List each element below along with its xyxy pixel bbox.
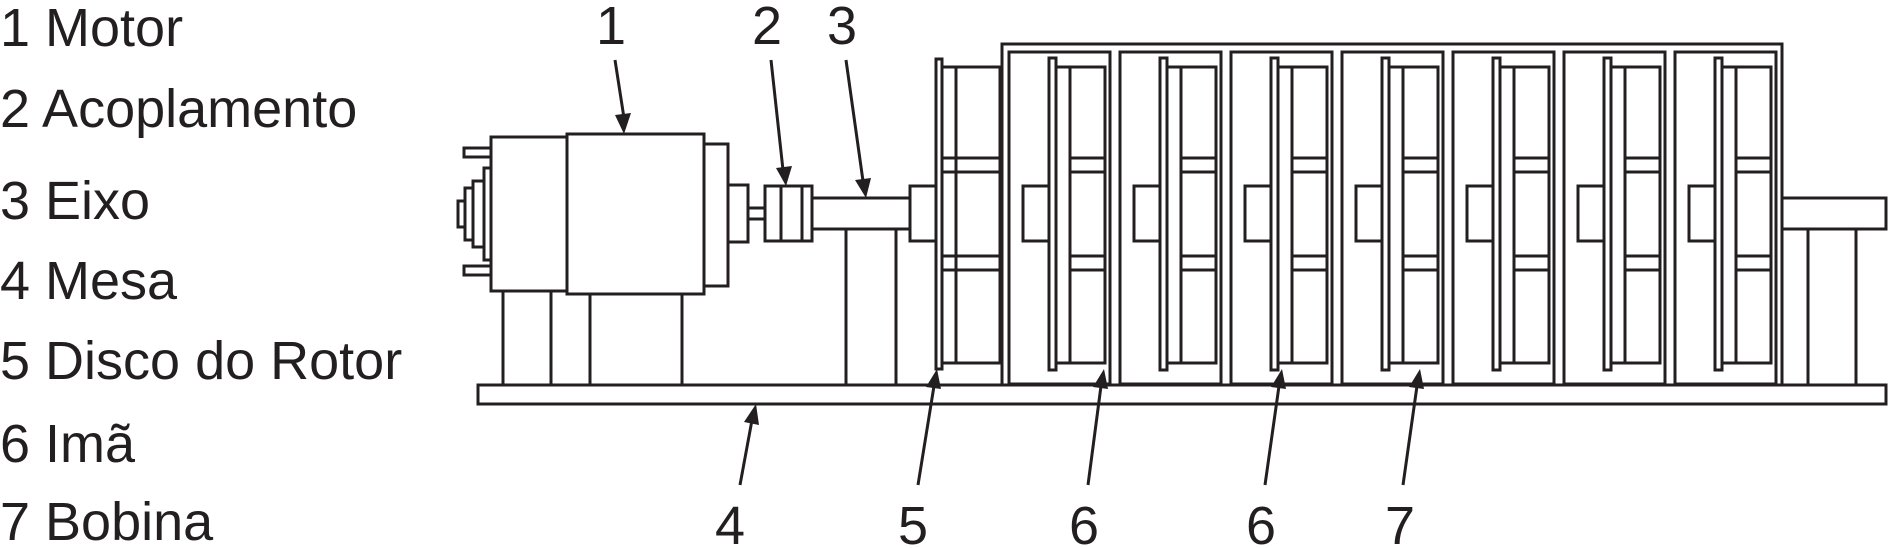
generator-cell [1451,50,1556,386]
callout-rotor-disc: 5 [898,496,928,548]
stage-front [908,57,1002,371]
callout-magnet-a: 6 [1069,496,1099,548]
coupling [763,184,814,243]
generator-cell [1562,50,1667,386]
legend-item-shaft: 3 Eixo [0,171,150,231]
legend-item-motor: 1 Motor [0,0,183,58]
callout-magnet-b: 6 [1246,496,1276,548]
callout-arrows [613,59,1424,486]
generator-cell [1340,50,1445,386]
callout-coupling: 2 [752,0,782,56]
generator-cell [1118,50,1223,386]
legend-item-coupling: 2 Acoplamento [0,79,357,139]
legend-item-magnet: 6 Imã [0,414,136,474]
motor [456,132,730,296]
generator-cell [1007,50,1112,386]
generator-assembly [908,42,1888,387]
callout-motor: 1 [596,0,626,56]
callout-table: 4 [715,496,745,548]
motor-supports [501,289,684,387]
generator-cell [1673,50,1778,386]
rear-support [1806,227,1858,387]
callout-numbers: 1 2 3 4 5 6 6 7 [596,0,1415,548]
shaft [726,183,912,387]
table-plate [476,383,1888,406]
generator-cell [1229,50,1334,386]
legend-item-coil: 7 Bobina [0,492,214,548]
legend: 1 Motor 2 Acoplamento 3 Eixo 4 Mesa 5 Di… [0,0,402,548]
shaft-exit [1780,196,1888,231]
callout-shaft: 3 [827,0,857,56]
legend-item-table: 4 Mesa [0,251,178,311]
legend-item-rotor-disc: 5 Disco do Rotor [0,331,402,391]
callout-coil: 7 [1385,496,1415,548]
